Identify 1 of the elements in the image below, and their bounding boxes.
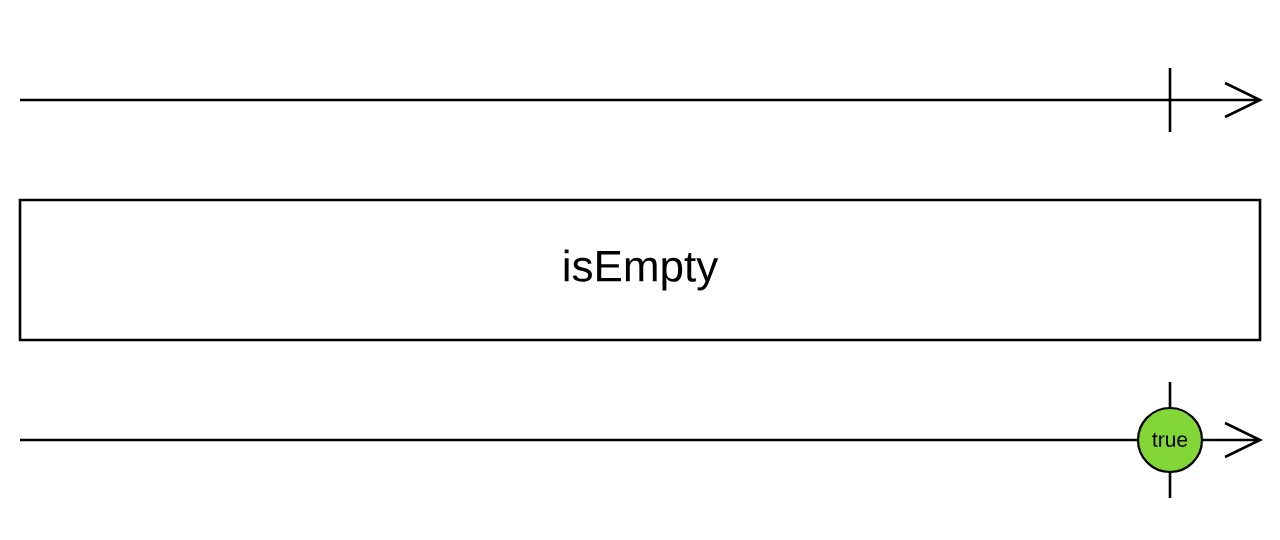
operator-box: isEmpty [18, 198, 1262, 342]
